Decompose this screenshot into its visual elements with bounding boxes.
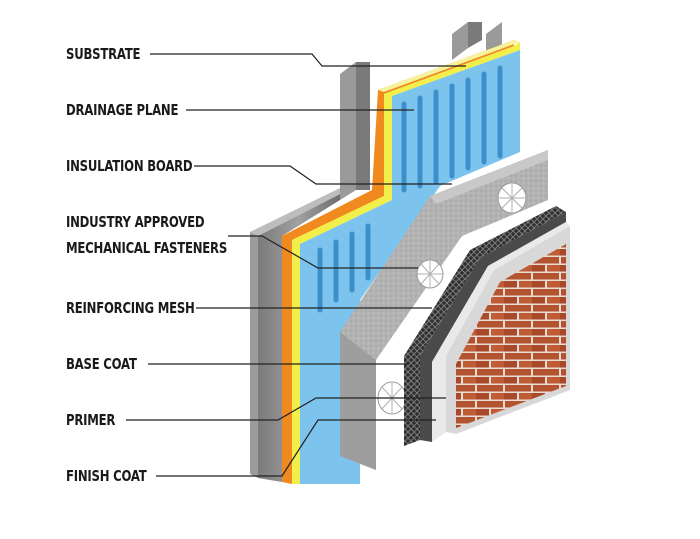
fastener-discs xyxy=(377,182,527,415)
base-coat-shape xyxy=(420,212,566,442)
insulation-board-label: INSULATION BOARD xyxy=(66,157,193,175)
leader-lines xyxy=(126,53,466,477)
finish-coat-label: FINISH COAT xyxy=(66,467,147,485)
substrate-label: SUBSTRATE xyxy=(66,45,141,63)
drainage-plane-label: DRAINAGE PLANE xyxy=(66,101,179,119)
fasteners-label-line1: INDUSTRY APPROVED xyxy=(66,213,205,231)
fasteners-label-line2: MECHANICAL FASTENERS xyxy=(66,239,228,257)
base-coat-label: BASE COAT xyxy=(66,355,137,373)
substrate-slab-shape xyxy=(250,188,340,482)
primer-label: PRIMER xyxy=(66,411,116,429)
reinforcing-mesh-label: REINFORCING MESH xyxy=(66,299,195,317)
reinforcing-mesh-shape xyxy=(404,206,566,446)
steel-stud-shapes xyxy=(340,22,502,200)
insulation-board-shape xyxy=(340,150,548,470)
primer-shape xyxy=(432,222,570,442)
brick-finish-shape xyxy=(446,226,570,434)
